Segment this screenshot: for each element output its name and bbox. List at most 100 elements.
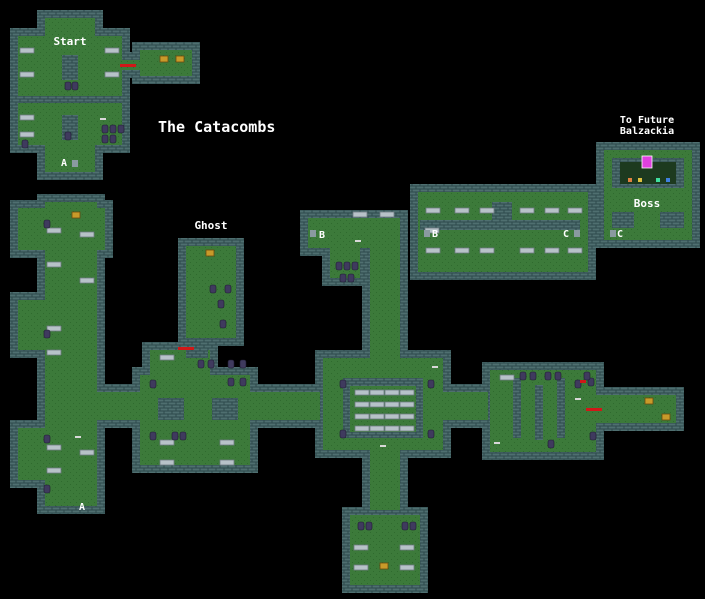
door-icon (178, 347, 194, 350)
coffin-icon (544, 247, 560, 254)
urn-icon (339, 429, 347, 439)
urn-icon (574, 379, 582, 389)
treasure-chest-icon (661, 413, 671, 421)
urn-icon (239, 359, 247, 369)
boss-label: Boss (634, 197, 661, 210)
floor-segment (308, 218, 400, 248)
portal-icon (641, 155, 653, 169)
urn-icon (43, 484, 51, 494)
coffin-icon (219, 459, 235, 466)
coffin-icon (499, 374, 515, 381)
wall-layer (10, 10, 700, 593)
inner-wall (557, 378, 565, 438)
coffin-icon (104, 47, 120, 54)
urn-icon (101, 124, 109, 134)
floor-segment (140, 50, 192, 76)
marker-b-left: B (319, 230, 325, 241)
urn-icon (109, 124, 117, 134)
bone-icon (432, 366, 438, 368)
inner-wall (513, 378, 521, 438)
floor-segment (45, 18, 95, 36)
urn-icon (343, 261, 351, 271)
urn-icon (197, 359, 205, 369)
urn-icon (179, 431, 187, 441)
urn-icon (409, 521, 417, 531)
urn-icon (43, 434, 51, 444)
bone-icon (355, 240, 361, 242)
coffin-icon (19, 131, 35, 138)
urn-icon (519, 371, 527, 381)
urn-icon (589, 431, 597, 441)
coffin-icon (399, 389, 415, 396)
treasure-chest-icon (175, 55, 185, 63)
coffin-icon (79, 449, 95, 456)
urn-icon (109, 134, 117, 144)
marker-a-bottom: A (79, 502, 85, 513)
coffin-icon (454, 207, 470, 214)
coffin-icon (384, 389, 400, 396)
urn-icon (43, 219, 51, 229)
future-balzackia-label-line1: To Future (620, 115, 674, 126)
crystal-icon (638, 178, 642, 182)
coffin-icon (354, 413, 370, 420)
urn-icon (117, 124, 125, 134)
coffin-icon (354, 389, 370, 396)
inner-wall (535, 385, 543, 440)
door-icon (580, 380, 586, 383)
floor-layer (18, 18, 692, 585)
stairs-icon (424, 230, 430, 237)
door-icon (120, 64, 136, 67)
urn-icon (227, 377, 235, 387)
coffin-icon (544, 207, 560, 214)
coffin-icon (46, 261, 62, 268)
coffin-icon (454, 247, 470, 254)
urn-icon (149, 431, 157, 441)
object-layer (19, 47, 684, 571)
urn-icon (171, 431, 179, 441)
inner-wall (186, 338, 208, 358)
urn-icon (239, 377, 247, 387)
coffin-icon (369, 401, 385, 408)
urn-icon (224, 284, 232, 294)
floor-segment (97, 392, 140, 420)
marker-c-right: C (617, 229, 623, 240)
coffin-icon (79, 277, 95, 284)
coffin-icon (369, 425, 385, 432)
inner-wall (660, 212, 684, 228)
urn-icon (554, 371, 562, 381)
crystal-icon (666, 178, 670, 182)
urn-icon (209, 284, 217, 294)
coffin-icon (354, 401, 370, 408)
coffin-icon (159, 459, 175, 466)
floor-segment (18, 300, 48, 350)
coffin-icon (369, 389, 385, 396)
stairs-icon (310, 230, 316, 237)
crystal-icon (628, 178, 632, 182)
urn-icon (339, 379, 347, 389)
coffin-icon (219, 439, 235, 446)
bone-icon (494, 442, 500, 444)
floor-segment (45, 145, 95, 172)
stairs-icon (574, 230, 580, 237)
floor-segment (18, 428, 48, 480)
coffin-icon (479, 247, 495, 254)
boss-chamber-floor (620, 162, 676, 184)
coffin-icon (384, 413, 400, 420)
urn-icon (64, 131, 72, 141)
coffin-icon (79, 231, 95, 238)
urn-icon (335, 261, 343, 271)
coffin-icon (19, 114, 35, 121)
urn-icon (365, 521, 373, 531)
coffin-icon (369, 413, 385, 420)
floor-segment (18, 208, 48, 250)
urn-icon (207, 359, 215, 369)
coffin-icon (384, 401, 400, 408)
coffin-icon (352, 211, 368, 218)
urn-icon (71, 81, 79, 91)
urn-icon (64, 81, 72, 91)
inner-wall (62, 55, 78, 80)
inner-wall (420, 220, 580, 230)
coffin-icon (354, 425, 370, 432)
coffin-icon (46, 467, 62, 474)
coffin-icon (19, 71, 35, 78)
